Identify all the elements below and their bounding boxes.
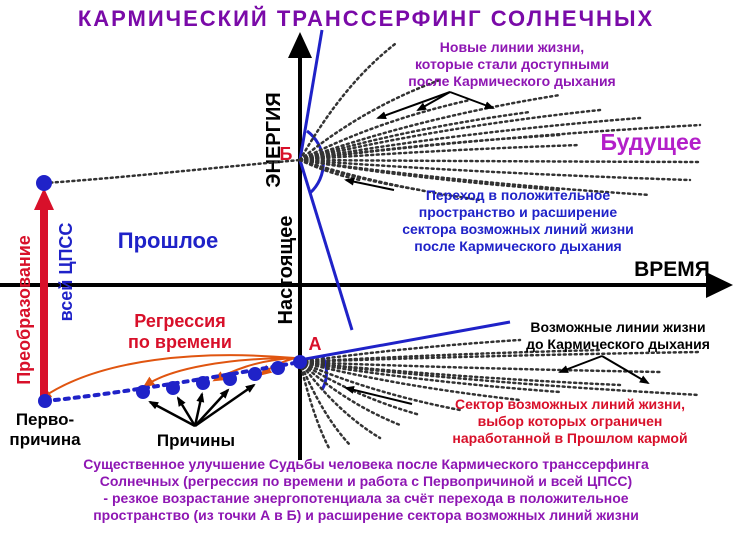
upper-sector-lower-boundary bbox=[298, 159, 354, 331]
life-line bbox=[298, 360, 352, 447]
cause-dot bbox=[166, 381, 180, 395]
life-line bbox=[298, 110, 532, 162]
time-axis-arrow bbox=[706, 272, 733, 298]
possible-lines-arrows bbox=[558, 355, 650, 385]
svg-text:сектора возможных линий жизни: сектора возможных линий жизни bbox=[402, 221, 634, 237]
transformation-label-2: всей ЦПСС bbox=[56, 223, 76, 322]
life-line bbox=[298, 158, 652, 197]
new-lines-arrows bbox=[376, 91, 495, 120]
first-cause-label: Перво- причина bbox=[9, 410, 81, 449]
svg-text:Возможные линии жизни: Возможные линии жизни bbox=[530, 319, 705, 335]
upper-sector-boundary bbox=[298, 29, 324, 161]
life-line bbox=[298, 360, 562, 394]
energy-axis-label: ЭНЕРГИЯ bbox=[263, 92, 285, 187]
life-line bbox=[298, 360, 382, 440]
life-line bbox=[298, 133, 562, 162]
svg-text:выбор которых ограничен: выбор которых ограничен bbox=[478, 413, 663, 429]
life-line bbox=[298, 338, 522, 364]
future-life-lines bbox=[298, 42, 702, 202]
transformation-arrow-shaft bbox=[40, 200, 48, 400]
transformation-arrow-head bbox=[34, 188, 54, 210]
cause-dot bbox=[196, 376, 210, 390]
past-label: Прошлое bbox=[118, 228, 218, 253]
point-a-dot bbox=[293, 355, 307, 369]
life-line bbox=[298, 360, 402, 427]
life-line bbox=[298, 360, 422, 417]
cause-dot bbox=[223, 372, 237, 386]
top-left-dot bbox=[36, 175, 52, 191]
svg-text:причина: причина bbox=[9, 430, 81, 449]
life-line bbox=[298, 360, 662, 374]
causes-arrows bbox=[148, 383, 256, 428]
point-a-label: А bbox=[309, 334, 322, 354]
life-line bbox=[298, 143, 582, 162]
footer-caption: Существенное улучшение Судьбы человека п… bbox=[83, 456, 649, 523]
svg-text:наработанной в Прошлом кармой: наработанной в Прошлом кармой bbox=[452, 430, 687, 446]
life-line bbox=[298, 360, 522, 402]
page-title: КАРМИЧЕСКИЙ ТРАНССЕРФИНГ СОЛНЕЧНЫХ bbox=[78, 6, 654, 31]
first-cause-dot bbox=[38, 394, 52, 408]
svg-text:после Кармического дыхания: после Кармического дыхания bbox=[408, 73, 615, 89]
life-line bbox=[298, 350, 702, 364]
life-line bbox=[298, 108, 602, 162]
regression-caption: Регрессия по времени bbox=[128, 311, 232, 352]
past-life-lines bbox=[298, 338, 702, 452]
svg-text:Переход в положительное: Переход в положительное bbox=[426, 187, 610, 203]
svg-text:которые стали доступными: которые стали доступными bbox=[415, 56, 609, 72]
svg-text:пространство (из точки А в Б): пространство (из точки А в Б) и расширен… bbox=[93, 507, 639, 523]
future-label: Будущее bbox=[600, 129, 701, 155]
cause-dot bbox=[271, 361, 285, 375]
svg-text:Новые линии жизни,: Новые линии жизни, bbox=[440, 39, 584, 55]
transition-caption: Переход в положительное пространство и р… bbox=[402, 187, 634, 254]
transition-arrow bbox=[344, 177, 395, 191]
life-line bbox=[298, 116, 642, 162]
svg-text:после Кармического дыхания: после Кармического дыхания bbox=[414, 238, 621, 254]
life-line bbox=[298, 93, 562, 162]
past-to-b-line bbox=[43, 158, 302, 185]
life-line bbox=[298, 158, 562, 192]
transformation-label-1: Преобразование bbox=[14, 235, 34, 385]
cause-dots bbox=[36, 175, 307, 408]
life-line bbox=[298, 98, 472, 162]
svg-text:Регрессия: Регрессия bbox=[134, 311, 225, 331]
regression-arrows bbox=[39, 354, 296, 400]
life-line bbox=[298, 78, 442, 162]
life-line bbox=[298, 360, 332, 452]
causes-chain-line bbox=[43, 360, 302, 403]
svg-text:до Кармического дыхания: до Кармического дыхания bbox=[526, 336, 710, 352]
svg-text:Существенное улучшение Судьбы: Существенное улучшение Судьбы человека п… bbox=[83, 456, 649, 472]
svg-text:пространство и расширение: пространство и расширение bbox=[419, 204, 618, 220]
new-lines-caption: Новые линии жизни, которые стали доступн… bbox=[408, 39, 615, 89]
sector-caption: Сектор возможных линий жизни, выбор кото… bbox=[452, 396, 687, 446]
sector-arrow bbox=[344, 385, 413, 405]
lower-sector-upper-boundary bbox=[299, 320, 511, 362]
point-b-label: Б bbox=[280, 144, 293, 164]
cause-dot bbox=[136, 385, 150, 399]
time-axis-label: ВРЕМЯ bbox=[634, 258, 710, 281]
svg-text:Солнечных (регрессия по времен: Солнечных (регрессия по времени и работа… bbox=[100, 473, 632, 489]
life-line bbox=[298, 360, 622, 387]
life-line bbox=[298, 158, 702, 164]
causes-label: Причины bbox=[157, 431, 235, 450]
life-line bbox=[298, 42, 397, 162]
cause-dot bbox=[248, 367, 262, 381]
svg-text:- резкое возрастание энергопот: - резкое возрастание энергопотенциала за… bbox=[103, 490, 628, 506]
possible-lines-caption: Возможные линии жизни до Кармического ды… bbox=[526, 319, 710, 352]
energy-axis-arrow bbox=[288, 32, 312, 58]
svg-text:по времени: по времени bbox=[128, 332, 232, 352]
svg-text:Перво-: Перво- bbox=[16, 410, 74, 429]
svg-text:Сектор возможных линий жизни,: Сектор возможных линий жизни, bbox=[455, 396, 685, 412]
present-axis-label: Настоящее bbox=[275, 216, 297, 325]
life-line bbox=[298, 360, 462, 412]
